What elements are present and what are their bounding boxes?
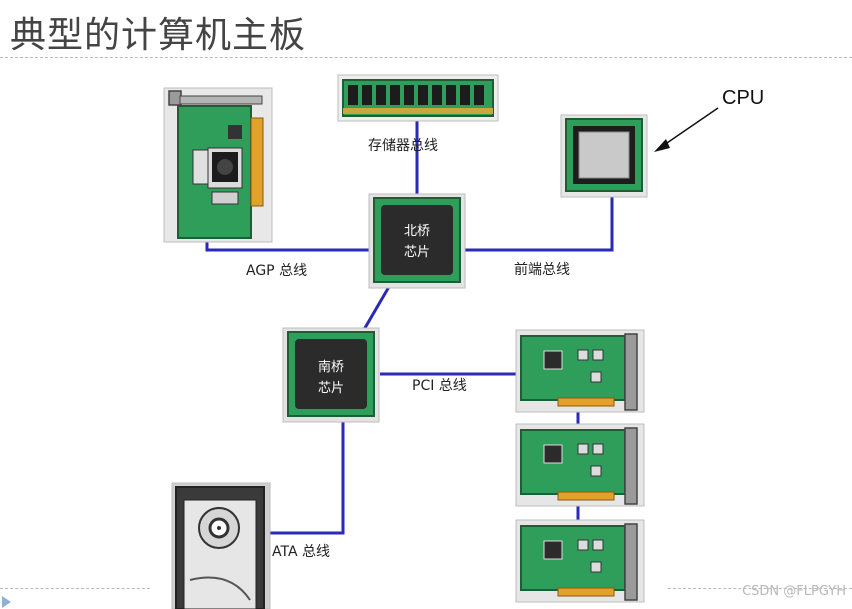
cpu-label: CPU xyxy=(722,87,764,109)
northbridge-chip xyxy=(368,193,466,289)
agp-graphics-card xyxy=(163,87,273,243)
pci-card xyxy=(515,423,645,507)
pci-bus-label: PCI 总线 xyxy=(412,378,467,394)
title-divider xyxy=(0,57,852,58)
north-south-link xyxy=(360,284,392,334)
southbridge-label-line1: 南桥 xyxy=(318,359,344,375)
agp-bus-label: AGP 总线 xyxy=(246,263,307,279)
front-side-bus-line xyxy=(459,195,614,252)
ata-bus-label: ATA 总线 xyxy=(272,544,330,560)
pci-card xyxy=(515,329,645,413)
front-side-bus-label: 前端总线 xyxy=(514,261,570,278)
southbridge-chip xyxy=(282,327,380,423)
southbridge-label-line2: 芯片 xyxy=(318,381,344,396)
hard-disk-drive xyxy=(171,482,271,609)
footer-divider-right xyxy=(668,588,852,589)
northbridge-label-line1: 北桥 xyxy=(404,224,430,239)
slide-title: 典型的计算机主板 xyxy=(10,15,307,56)
northbridge-label-line2: 芯片 xyxy=(404,245,430,260)
cpu-pointer-arrow xyxy=(654,107,719,152)
slide-nav-triangle-icon xyxy=(2,596,11,608)
pci-card xyxy=(515,519,645,603)
footer-divider-left xyxy=(0,588,150,589)
watermark: CSDN @FLPGYH xyxy=(742,584,846,599)
memory-bus-label: 存储器总线 xyxy=(368,138,438,154)
cpu-package xyxy=(560,114,648,198)
ata-bus-line xyxy=(267,418,345,535)
memory-module xyxy=(337,74,499,122)
